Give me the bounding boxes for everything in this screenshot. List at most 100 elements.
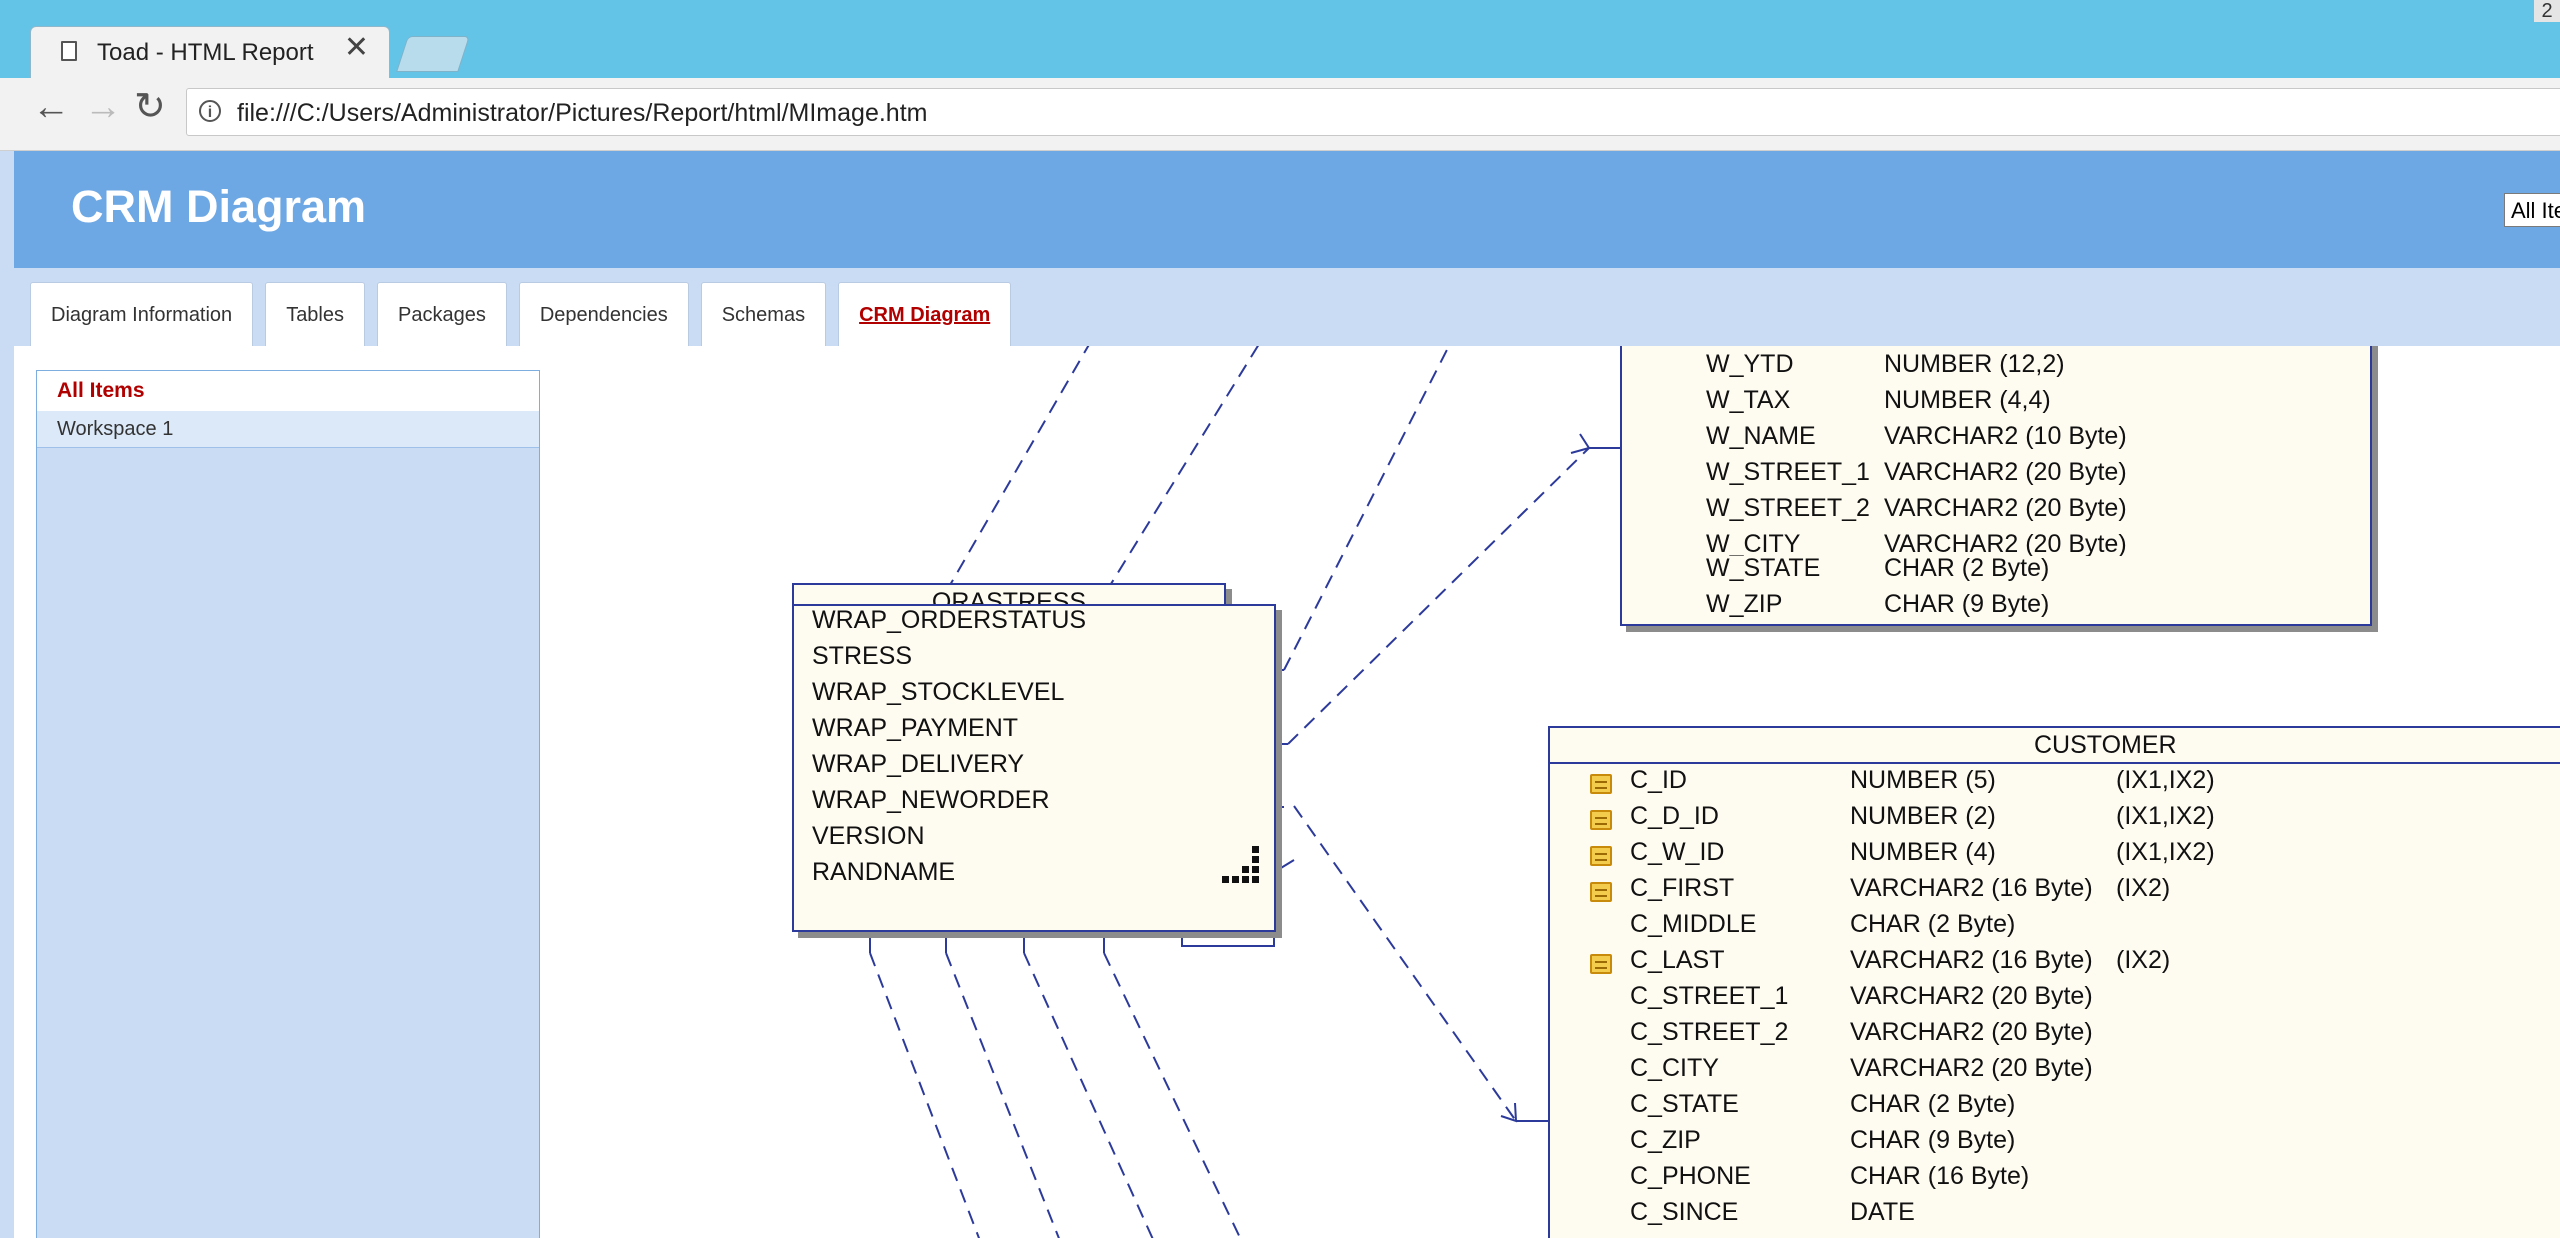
customer-column-type: CHAR (2 Byte) bbox=[1850, 910, 2015, 939]
key-icon bbox=[1590, 954, 1612, 974]
browser-tab[interactable]: Toad - HTML Report ✕ bbox=[30, 26, 390, 78]
customer-column-name: C_CITY bbox=[1630, 1054, 1719, 1083]
customer-column-type: CHAR (16 Byte) bbox=[1850, 1162, 2029, 1191]
customer-column-index: (IX2) bbox=[2116, 874, 2170, 903]
page-header: CRM Diagram All Items bbox=[14, 151, 2560, 268]
key-icon bbox=[1590, 810, 1612, 830]
warehouse-column-type: CHAR (2 Byte) bbox=[1884, 554, 2049, 583]
warehouse-column-name: W_YTD bbox=[1706, 350, 1794, 379]
resize-grip-icon[interactable] bbox=[1222, 846, 1262, 886]
customer-column-type: VARCHAR2 (20 Byte) bbox=[1850, 1054, 2093, 1083]
customer-column-name: C_D_ID bbox=[1630, 802, 1719, 831]
customer-column-index: (IX1,IX2) bbox=[2116, 766, 2215, 795]
orastress-column: WRAP_NEWORDER bbox=[812, 786, 1050, 815]
warehouse-column-name: W_ZIP bbox=[1706, 590, 1782, 619]
customer-column-name: C_ID bbox=[1630, 766, 1687, 795]
relation-line bbox=[946, 346, 1094, 592]
warehouse-column-name: W_STATE bbox=[1706, 554, 1820, 583]
relation-line bbox=[1284, 346, 1454, 670]
tab-schemas[interactable]: Schemas bbox=[701, 282, 826, 346]
warehouse-column-name: W_NAME bbox=[1706, 422, 1816, 451]
customer-column-type: DATE bbox=[1850, 1198, 1915, 1227]
arrow-head bbox=[1276, 852, 1294, 871]
page-title: CRM Diagram bbox=[71, 181, 366, 233]
warehouse-column-name: W_STREET_1 bbox=[1706, 458, 1870, 487]
back-arrow-icon[interactable]: ← bbox=[32, 88, 70, 126]
customer-column-name: C_STREET_1 bbox=[1630, 982, 1788, 1011]
orastress-table[interactable]: WRAP_ORDERSTATUS STRESS WRAP_STOCKLEVEL … bbox=[792, 604, 1276, 932]
warehouse-table[interactable]: W_YTD NUMBER (12,2) W_TAX NUMBER (4,4) W… bbox=[1620, 346, 2372, 566]
window-button[interactable]: 2 bbox=[2534, 0, 2560, 22]
key-icon bbox=[1590, 774, 1612, 794]
customer-column-name: C_MIDDLE bbox=[1630, 910, 1756, 939]
forward-arrow-icon[interactable]: → bbox=[84, 88, 122, 126]
tab-dependencies[interactable]: Dependencies bbox=[519, 282, 689, 346]
warehouse-column-name: W_TAX bbox=[1706, 386, 1790, 415]
orastress-column: RANDNAME bbox=[812, 858, 955, 887]
tab-crm-diagram[interactable]: CRM Diagram bbox=[838, 282, 1011, 346]
browser-titlebar: Toad - HTML Report ✕ 2 bbox=[0, 0, 2560, 78]
customer-column-type: CHAR (9 Byte) bbox=[1850, 1126, 2015, 1155]
report-tabs: Diagram Information Tables Packages Depe… bbox=[30, 282, 1011, 346]
customer-column-name: C_PHONE bbox=[1630, 1162, 1751, 1191]
customer-column-name: C_STATE bbox=[1630, 1090, 1739, 1119]
warehouse-column-name: W_STREET_2 bbox=[1706, 494, 1870, 523]
close-icon[interactable]: ✕ bbox=[344, 33, 369, 63]
warehouse-table-lower[interactable]: W_STATE CHAR (2 Byte) W_ZIP CHAR (9 Byte… bbox=[1620, 556, 2372, 626]
address-bar[interactable]: i file:///C:/Users/Administrator/Picture… bbox=[186, 88, 2560, 136]
customer-column-name: C_STREET_2 bbox=[1630, 1018, 1788, 1047]
orastress-column: WRAP_PAYMENT bbox=[812, 714, 1018, 743]
diagram-content: All Items Workspace 1 bbox=[14, 346, 2560, 1238]
relation-line bbox=[1024, 953, 1156, 1238]
warehouse-column-type: NUMBER (12,2) bbox=[1884, 350, 2065, 379]
customer-column-type: CHAR (2 Byte) bbox=[1850, 1090, 2015, 1119]
orastress-column: WRAP_STOCKLEVEL bbox=[812, 678, 1064, 707]
customer-column-name: C_W_ID bbox=[1630, 838, 1724, 867]
report-page: CRM Diagram All Items Diagram Informatio… bbox=[14, 151, 2560, 1238]
orastress-column: WRAP_ORDERSTATUS bbox=[812, 606, 1086, 635]
warehouse-column-type: CHAR (9 Byte) bbox=[1884, 590, 2049, 619]
customer-column-type: VARCHAR2 (20 Byte) bbox=[1850, 1018, 2093, 1047]
new-tab-button[interactable] bbox=[396, 36, 470, 72]
customer-title-bar: CUSTOMER bbox=[1550, 728, 2560, 764]
relation-line bbox=[870, 953, 982, 1238]
customer-column-name: C_FIRST bbox=[1630, 874, 1734, 903]
relation-line bbox=[1288, 448, 1589, 744]
customer-column-type: NUMBER (5) bbox=[1850, 766, 1996, 795]
customer-table[interactable]: CUSTOMER C_ID NUMBER (5) (IX1,IX2) C_D_ID NU… bbox=[1548, 726, 2560, 1238]
customer-column-type: NUMBER (4) bbox=[1850, 838, 1996, 867]
tab-tables[interactable]: Tables bbox=[265, 282, 365, 346]
relation-line bbox=[1106, 346, 1264, 592]
customer-column-name: C_LAST bbox=[1630, 946, 1724, 975]
tab-packages[interactable]: Packages bbox=[377, 282, 507, 346]
warehouse-column-type: VARCHAR2 (20 Byte) bbox=[1884, 458, 2127, 487]
customer-column-type: VARCHAR2 (16 Byte) bbox=[1850, 946, 2093, 975]
key-icon bbox=[1590, 846, 1612, 866]
customer-column-index: (IX1,IX2) bbox=[2116, 838, 2215, 867]
orastress-column: WRAP_DELIVERY bbox=[812, 750, 1024, 779]
url-text[interactable]: file:///C:/Users/Administrator/Pictures/… bbox=[237, 99, 927, 128]
info-icon[interactable]: i bbox=[199, 100, 221, 122]
browser-toolbar: ← → ↻ i file:///C:/Users/Administrator/P… bbox=[0, 78, 2560, 151]
reload-icon[interactable]: ↻ bbox=[134, 88, 166, 126]
warehouse-column-type: VARCHAR2 (20 Byte) bbox=[1884, 494, 2127, 523]
customer-title: CUSTOMER bbox=[2034, 728, 2177, 762]
relation-line bbox=[1104, 953, 1244, 1238]
page-icon bbox=[61, 41, 77, 61]
customer-column-type: VARCHAR2 (16 Byte) bbox=[1850, 874, 2093, 903]
customer-column-index: (IX2) bbox=[2116, 946, 2170, 975]
customer-column-name: C_SINCE bbox=[1630, 1198, 1738, 1227]
browser-tab-title: Toad - HTML Report bbox=[97, 39, 314, 67]
key-icon bbox=[1590, 882, 1612, 902]
orastress-column: VERSION bbox=[812, 822, 925, 851]
customer-column-name: C_ZIP bbox=[1630, 1126, 1701, 1155]
warehouse-column-type: NUMBER (4,4) bbox=[1884, 386, 2051, 415]
orastress-column: STRESS bbox=[812, 642, 912, 671]
warehouse-column-type: VARCHAR2 (10 Byte) bbox=[1884, 422, 2127, 451]
customer-column-type: NUMBER (2) bbox=[1850, 802, 1996, 831]
tab-diagram-information[interactable]: Diagram Information bbox=[30, 282, 253, 346]
relation-line bbox=[1294, 806, 1516, 1121]
workspace-select[interactable]: All Items bbox=[2504, 193, 2560, 227]
customer-column-type: VARCHAR2 (20 Byte) bbox=[1850, 982, 2093, 1011]
customer-column-index: (IX1,IX2) bbox=[2116, 802, 2215, 831]
